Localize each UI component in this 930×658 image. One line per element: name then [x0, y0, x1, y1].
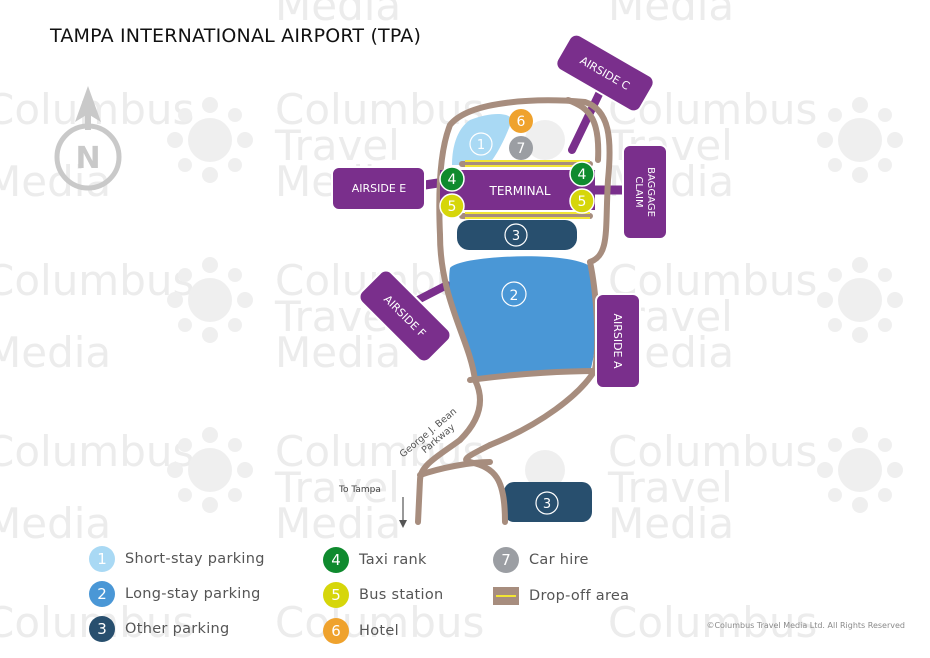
legend-label: Bus station [359, 587, 444, 603]
legend-badge: 4 [323, 547, 349, 573]
svg-text:Columbus: Columbus [608, 256, 817, 305]
svg-text:Columbus: Columbus [0, 256, 194, 305]
svg-text:AIRSIDE A: AIRSIDE A [611, 313, 624, 369]
marker-long-stay: 2 [501, 281, 527, 307]
north-arrow-icon: N [54, 86, 122, 191]
svg-text:Columbus: Columbus [608, 598, 817, 647]
road-network [415, 97, 613, 525]
svg-text:Columbus: Columbus [608, 427, 817, 476]
long-stay-parking-area [449, 256, 598, 380]
svg-text:Media: Media [608, 499, 734, 548]
marker-taxi-east: 4 [569, 161, 595, 187]
svg-text:Media: Media [275, 0, 401, 30]
watermark: Media Media Columbus Travel Media Columb… [0, 0, 903, 647]
svg-text:CLAIM: CLAIM [633, 176, 644, 207]
baggage-claim: BAGGAGE CLAIM [622, 144, 668, 240]
short-stay-parking-area [452, 114, 512, 165]
terminal-building: TERMINAL [440, 170, 595, 210]
svg-text:Columbus: Columbus [0, 427, 194, 476]
svg-text:Travel: Travel [274, 463, 400, 512]
svg-text:Media: Media [608, 0, 734, 30]
svg-text:5: 5 [578, 194, 587, 210]
legend-label: Other parking [125, 621, 230, 637]
svg-text:Media: Media [0, 499, 111, 548]
legend-item-hotel: 6 Hotel [323, 617, 399, 645]
svg-text:Media: Media [275, 499, 401, 548]
svg-text:Media: Media [275, 328, 401, 377]
svg-text:4: 4 [578, 167, 587, 183]
legend-badge: 1 [89, 546, 115, 572]
marker-other-parking: 3 [504, 223, 528, 247]
svg-text:3: 3 [512, 229, 520, 244]
legend-badge: 3 [89, 616, 115, 642]
svg-text:Columbus: Columbus [275, 598, 484, 647]
down-arrow-icon [399, 497, 407, 528]
marker-car-hire: 7 [509, 136, 533, 160]
svg-text:3: 3 [543, 497, 551, 512]
legend-item-long-stay: 2 Long-stay parking [89, 580, 261, 608]
legend-badge: 5 [323, 582, 349, 608]
drop-off-lines [465, 160, 590, 219]
legend-item-short-stay: 1 Short-stay parking [89, 545, 265, 573]
svg-text:2: 2 [510, 288, 519, 304]
svg-text:6: 6 [517, 114, 526, 130]
svg-text:7: 7 [517, 141, 526, 157]
marker-bus-west: 5 [439, 193, 465, 219]
legend-item-other-parking: 3 Other parking [89, 615, 230, 643]
svg-text:Travel: Travel [274, 121, 400, 170]
legend-label: Long-stay parking [125, 586, 261, 602]
legend-badge: 2 [89, 581, 115, 607]
svg-text:4: 4 [448, 172, 457, 188]
legend-label: Car hire [529, 552, 589, 568]
svg-text:N: N [75, 141, 100, 176]
copyright-notice: ©Columbus Travel Media Ltd. All Rights R… [706, 621, 905, 630]
to-tampa-label: To Tampa [338, 485, 381, 495]
page-title: TAMPA INTERNATIONAL AIRPORT (TPA) [50, 25, 422, 47]
legend-badge: 6 [323, 618, 349, 644]
legend-label: Drop-off area [529, 588, 630, 604]
marker-other-parking-south: 3 [535, 491, 559, 515]
legend-label: Short-stay parking [125, 551, 265, 567]
airside-a: AIRSIDE A [595, 293, 641, 389]
legend-item-bus: 5 Bus station [323, 581, 444, 609]
marker-taxi-west: 4 [439, 166, 465, 192]
legend-item-taxi: 4 Taxi rank [323, 546, 427, 574]
svg-text:BAGGAGE: BAGGAGE [645, 167, 656, 217]
legend-label: Hotel [359, 623, 399, 639]
legend-item-car-hire: 7 Car hire [493, 546, 589, 574]
airside-e: AIRSIDE E [331, 166, 426, 211]
airside-f: AIRSIDE F [358, 269, 452, 363]
airside-c: AIRSIDE C [555, 33, 655, 113]
other-parking-area [457, 220, 577, 250]
svg-text:AIRSIDE E: AIRSIDE E [352, 182, 407, 195]
drop-off-swatch [493, 587, 519, 605]
svg-text:Media: Media [0, 328, 111, 377]
marker-short-stay: 1 [469, 132, 493, 156]
legend-badge: 7 [493, 547, 519, 573]
svg-text:1: 1 [477, 138, 485, 153]
svg-text:Travel: Travel [607, 463, 733, 512]
marker-hotel: 6 [509, 109, 533, 133]
legend-label: Taxi rank [359, 552, 427, 568]
marker-bus-east: 5 [569, 188, 595, 214]
svg-text:5: 5 [448, 199, 457, 215]
legend-item-drop-off: Drop-off area [493, 582, 629, 610]
other-parking-area-south [504, 482, 592, 522]
svg-text:TERMINAL: TERMINAL [488, 184, 550, 198]
